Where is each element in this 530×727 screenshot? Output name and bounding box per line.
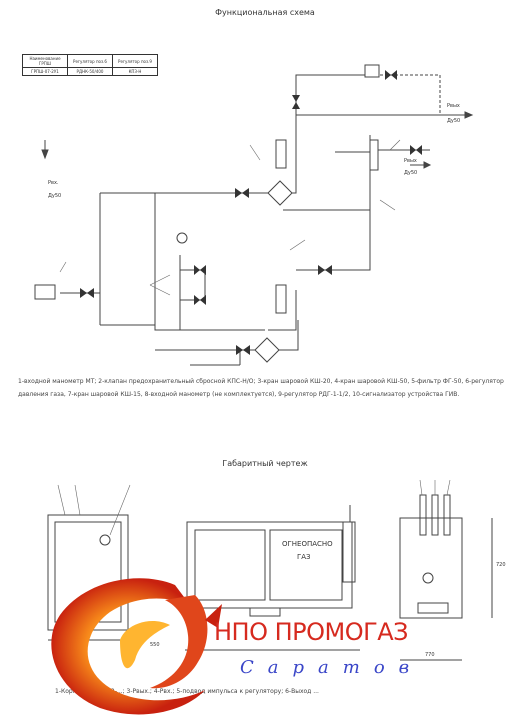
dimension-label: 550: [150, 642, 160, 648]
outlet2-dn-label: Ду50: [404, 170, 418, 176]
upper-filter: [275, 139, 287, 169]
brand-name: НПО ПРОМОГАЗ: [214, 618, 409, 646]
outlet1-label: Рвых: [447, 103, 460, 109]
functional-diagram-title: Функциональная схема: [215, 8, 315, 17]
valve-icon: [236, 345, 243, 355]
valve-icon: [318, 265, 325, 275]
dimension-label: 770: [425, 652, 435, 658]
bypass-pipe: [154, 193, 265, 331]
dimensional-drawing-title: Габаритный чертеж: [222, 459, 308, 468]
lower-regulator: [254, 337, 280, 363]
flame-logo-icon: [51, 578, 222, 715]
inlet-label: Рвх.: [48, 180, 59, 186]
brand-city: Саратов: [240, 657, 424, 678]
table-cell: КПЗ-Н: [112, 67, 158, 76]
cabinet-end-view: [399, 517, 463, 619]
safety-valve-box: [369, 139, 379, 171]
manometer-icon: [176, 232, 188, 244]
valve-icon: [80, 288, 87, 298]
cabinet-warning-label: ОГНЕОПАСНО: [282, 540, 333, 548]
cabinet-gas-label: ГАЗ: [297, 553, 311, 561]
dimensional-legend: 1-Корпус шкафа; 2-...; 3-Рвых.; 4-Рвх.; …: [55, 688, 319, 695]
functional-legend: 1-входной манометр МТ; 2-клапан предохра…: [18, 378, 504, 398]
top-regulator-box: [364, 64, 380, 78]
outlet2-label: Рвых: [404, 158, 417, 164]
spec-table: Наименование ГРПШ Регулятор поз.6 Регуля…: [22, 54, 158, 76]
gauge-box: [34, 284, 56, 300]
outlet1-dn-label: Ду50: [447, 118, 461, 124]
valve-icon: [235, 188, 242, 198]
lower-filter: [275, 284, 287, 314]
table-row: ГРПШ-07-2У1 РДНК-50/400 КПЗ-Н: [22, 67, 158, 76]
upper-regulator: [267, 180, 293, 206]
dimension-label: 720: [496, 562, 506, 568]
valve-icon: [292, 95, 300, 102]
inlet-dn-label: Ду50: [48, 193, 62, 199]
table-header-row: Наименование ГРПШ Регулятор поз.6 Регуля…: [22, 54, 158, 68]
